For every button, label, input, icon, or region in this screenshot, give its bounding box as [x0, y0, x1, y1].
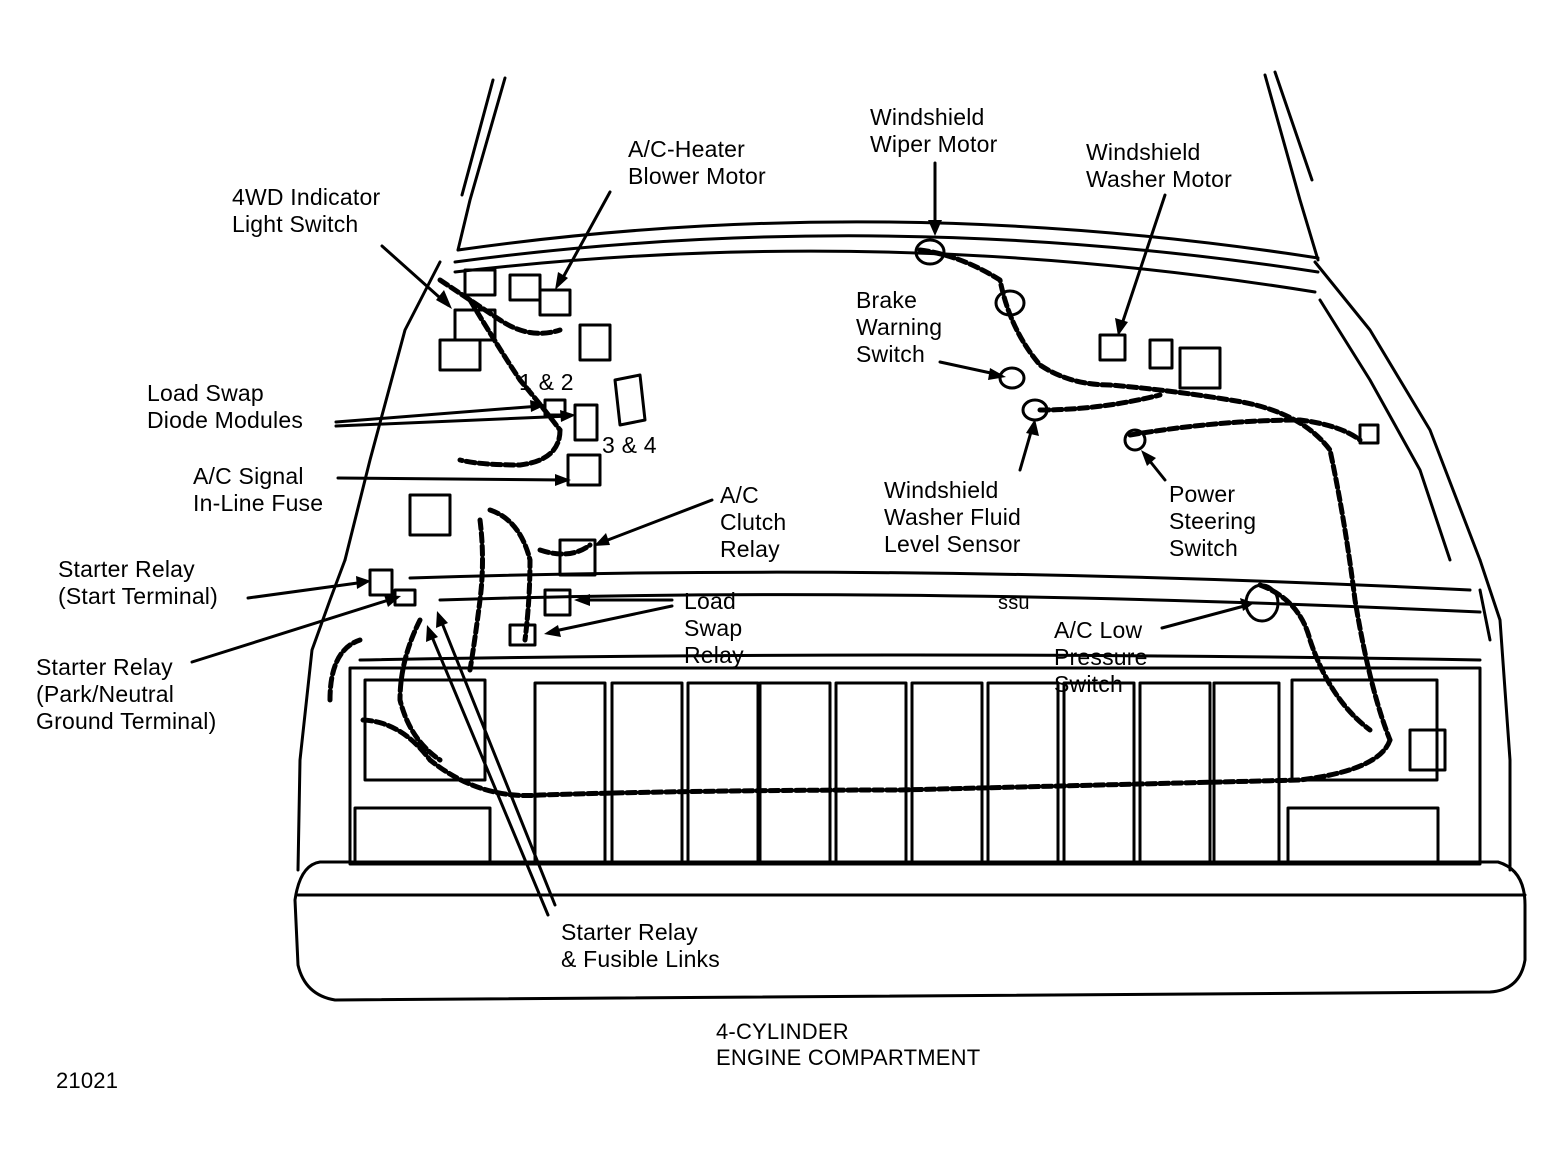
label-windshield-washer-motor: Windshield Washer Motor [1086, 139, 1232, 193]
label-line: Level Sensor [884, 531, 1021, 557]
label-ac-low-pressure-switch: A/C Low Pressure Switch [1054, 617, 1148, 698]
label-line: Wiper Motor [870, 131, 998, 157]
label-line: Starter Relay [58, 556, 195, 582]
label-line: Load Swap [147, 380, 264, 406]
label-line: A/C Low [1054, 617, 1143, 643]
label-line: Windshield [870, 104, 985, 130]
label-line: & Fusible Links [561, 946, 720, 972]
arrow-heads [356, 220, 1254, 642]
components [368, 238, 1447, 772]
label-washer-fluid-level-sensor: Windshield Washer Fluid Level Sensor [884, 477, 1021, 558]
label-line: Starter Relay [36, 654, 173, 680]
label-line: Power [1169, 481, 1236, 507]
label-ac-heater-blower-motor: A/C-Heater Blower Motor [628, 136, 766, 190]
label-line: Switch [1169, 535, 1238, 561]
label-diode-3-4: 3 & 4 [602, 432, 657, 458]
label-line: Washer Fluid [884, 504, 1022, 530]
label-line: Starter Relay [561, 919, 698, 945]
label-line: Relay [684, 642, 744, 668]
grille [348, 666, 1482, 866]
label-line: A/C [720, 482, 759, 508]
radiator-support [358, 570, 1492, 662]
label-line: Warning [856, 314, 943, 340]
label-4wd-indicator-switch: 4WD Indicator Light Switch [232, 184, 380, 238]
label-starter-relay-start-terminal: Starter Relay (Start Terminal) [58, 556, 218, 610]
label-diode-1-2: 1 & 2 [519, 369, 574, 395]
label-load-swap-diode-modules: Load Swap Diode Modules [147, 380, 303, 434]
label-line: (Start Terminal) [58, 583, 218, 609]
label-windshield-wiper-motor: Windshield Wiper Motor [870, 104, 997, 158]
label-line: A/C-Heater [628, 136, 746, 162]
label-line: Ground Terminal) [36, 708, 217, 734]
label-load-swap-relay: Load Swap Relay [684, 588, 744, 669]
leader-lines [190, 161, 1250, 917]
label-line: In-Line Fuse [193, 490, 324, 516]
label-ac-signal-inline-fuse: A/C Signal In-Line Fuse [193, 463, 323, 517]
figure-caption: 4-CYLINDER ENGINE COMPARTMENT [716, 1019, 980, 1071]
label-line: Windshield [884, 477, 999, 503]
label-line: (Park/Neutral [36, 681, 175, 707]
label-line: Windshield [1086, 139, 1201, 165]
label-starter-relay-fusible-links: Starter Relay & Fusible Links [561, 919, 720, 973]
figure-number: 21021 [56, 1068, 119, 1093]
label-line: Pressure [1054, 644, 1148, 670]
label-line: Washer Motor [1086, 166, 1232, 192]
label-line: Switch [856, 341, 925, 367]
label-line: Switch [1054, 671, 1123, 697]
label-line: Steering [1169, 508, 1257, 534]
caption-line: ENGINE COMPARTMENT [716, 1045, 981, 1070]
label-line: Light Switch [232, 211, 359, 237]
label-line: Diode Modules [147, 407, 304, 433]
label-line: Brake [856, 287, 918, 313]
bumper [293, 860, 1527, 1002]
wiring-harness [327, 247, 1393, 799]
caption-line: 4-CYLINDER [716, 1019, 849, 1044]
label-ssu: ssu [998, 592, 1030, 614]
label-starter-relay-park-neutral: Starter Relay (Park/Neutral Ground Termi… [36, 654, 216, 735]
label-ac-clutch-relay: A/C Clutch Relay [720, 482, 786, 563]
label-line: A/C Signal [193, 463, 304, 489]
label-line: Swap [684, 615, 743, 641]
label-power-steering-switch: Power Steering Switch [1169, 481, 1256, 562]
label-line: Load [684, 588, 736, 614]
label-line: 4WD Indicator [232, 184, 381, 210]
label-line: Blower Motor [628, 163, 766, 189]
label-line: Relay [720, 536, 780, 562]
label-brake-warning-switch: Brake Warning Switch [856, 287, 942, 368]
label-line: Clutch [720, 509, 787, 535]
